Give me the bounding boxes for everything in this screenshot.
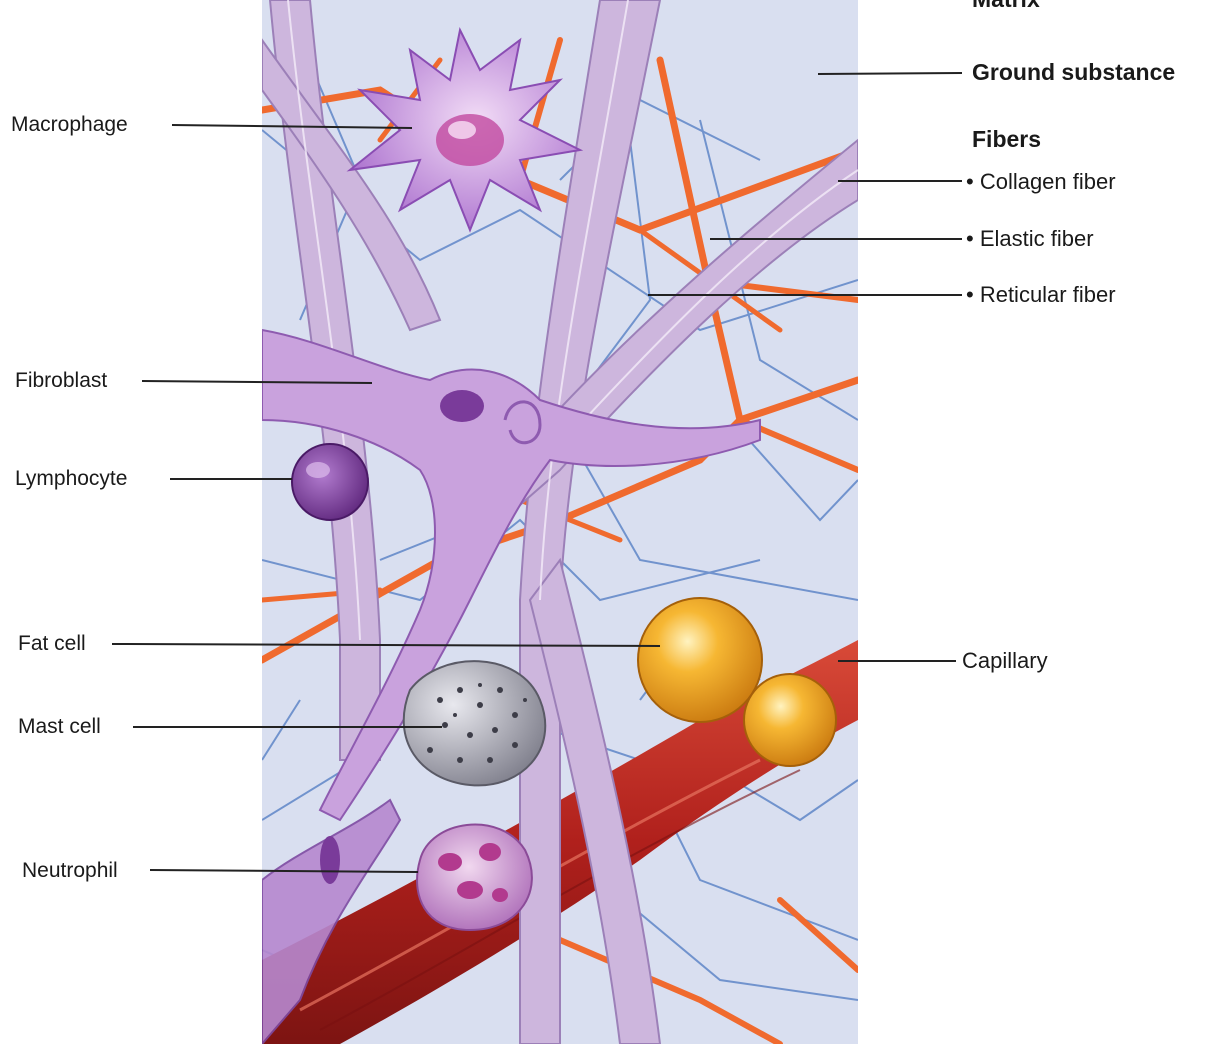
lymphocyte-label: Lymphocyte — [15, 468, 127, 489]
neutrophil-cell — [417, 825, 532, 930]
capillary-label: Capillary — [962, 650, 1048, 672]
mast-cell-label: Mast cell — [18, 716, 101, 737]
ground-substance-label: Ground substance — [972, 61, 1175, 84]
matrix-label: Matrix — [972, 0, 1040, 11]
fat-cell-label: Fat cell — [18, 633, 86, 654]
collagen-fiber-label: • Collagen fiber — [966, 171, 1116, 193]
macrophage-label: Macrophage — [11, 114, 128, 135]
reticular-fiber-label: • Reticular fiber — [966, 284, 1116, 306]
fibers-label: Fibers — [972, 128, 1041, 151]
neutrophil-label: Neutrophil — [22, 860, 118, 881]
mast-cell — [404, 661, 546, 785]
fibroblast-label: Fibroblast — [15, 370, 107, 391]
elastic-fiber-label: • Elastic fiber — [966, 228, 1094, 250]
lymphocyte-cell — [292, 444, 368, 520]
fibroblast-nucleus — [440, 390, 484, 422]
